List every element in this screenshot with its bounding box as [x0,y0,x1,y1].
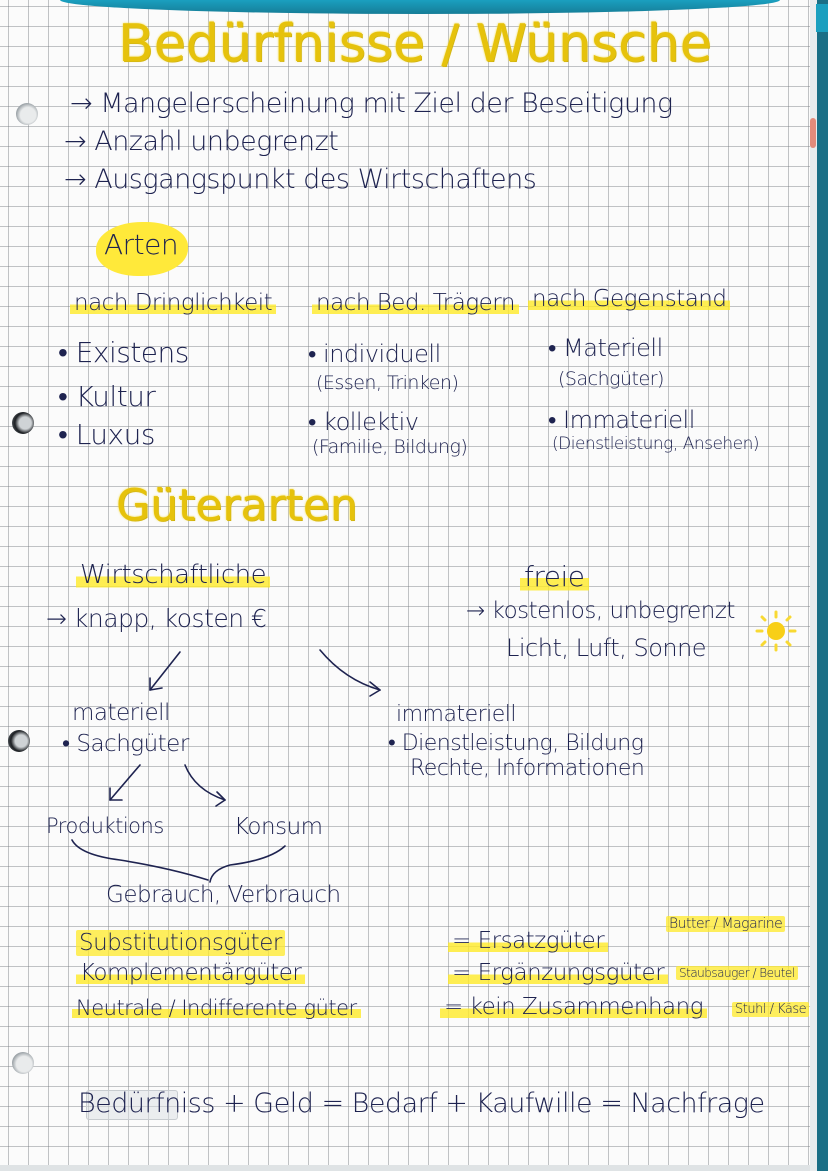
immateriell-line1: • Dienstleistung, Bildung [388,731,644,756]
watermark-stamp [86,1090,178,1120]
binder-tab [816,4,828,32]
relation-example: Stuhl / Käse [732,1002,810,1017]
relation-term: Substitutionsgüter [76,930,285,956]
heading-freie: freie [520,560,589,593]
formula-line: Bedürfniss + Geld = Bedarf + Kaufwille =… [78,1088,765,1119]
section-title-beduerfnisse: Bedürfnisse / Wünsche [118,14,712,74]
punch-hole [12,1052,34,1074]
gebrauch-verbrauch: Gebrauch, Verbrauch [106,882,341,908]
list-item: • Immateriell [548,406,695,434]
punch-hole [12,412,34,434]
list-item: • individuell [308,340,441,368]
bullet-line: → Anzahl unbegrenzt [64,126,339,157]
highlight-blob [96,222,188,276]
freie-examples: Licht, Luft, Sonne [506,634,707,662]
relation-example: Staubsauger / Beutel [676,966,798,980]
branch-konsum: Konsum [234,814,323,840]
list-item: • kollektiv [308,408,419,436]
wirtschaftliche-desc: → knapp, kosten € [46,604,267,633]
bullet-line: → Ausgangspunkt des Wirtschaftens [64,164,537,195]
relation-equals: = Ergänzungsgüter [448,960,669,986]
relation-term: Neutrale / Indifferente güter [72,996,361,1020]
punch-hole [8,730,30,752]
list-item: • Luxus [58,418,155,451]
relation-equals: = Ersatzgüter [448,928,609,954]
page-bottom-edge [0,1165,810,1171]
arrow-icon: → [64,164,87,195]
list-item-note: (Sachgüter) [558,368,664,390]
binder-top-edge [60,0,780,14]
list-item-note: (Familie, Bildung) [312,436,468,458]
binder-right-edge [810,0,828,1171]
column-heading-traeger: nach Bed. Trägern [312,290,519,316]
arrow-icon: → [64,126,87,157]
relation-equals: = kein Zusammenhang [440,994,708,1020]
materiell-bullet: • Sachgüter [62,731,189,757]
heading-materiell: materiell [72,700,170,726]
sun-icon [755,610,797,652]
heading-wirtschaftliche: Wirtschaftliche [76,560,271,590]
section-title-gueterarten: Güterarten [116,480,358,531]
list-item-note: (Dienstleistung, Ansehen) [552,434,760,454]
list-item-note: (Essen, Trinken) [316,372,459,394]
column-heading-gegenstand: nach Gegenstand [528,286,731,312]
bullet-line: → Mangelerscheinung mit Ziel der Beseiti… [70,88,673,119]
relation-example: Butter / Magarine [666,916,786,932]
heading-immateriell: immateriell [396,702,517,727]
relation-term: Komplementärgüter [76,960,306,986]
immateriell-line2: Rechte, Informationen [410,756,645,781]
list-item: • Kultur [58,380,156,413]
branch-produktion: Produktions [46,814,164,838]
freie-desc: → kostenlos, unbegrenzt [466,598,735,624]
column-heading-dringlichkeit: nach Dringlichkeit [70,290,277,316]
list-item: • Existens [58,336,189,369]
list-item: • Materiell [548,334,663,362]
punch-hole [16,103,38,125]
arten-label: Arten [104,228,179,261]
page-marker-tab [810,118,816,148]
arrow-icon: → [70,88,93,119]
